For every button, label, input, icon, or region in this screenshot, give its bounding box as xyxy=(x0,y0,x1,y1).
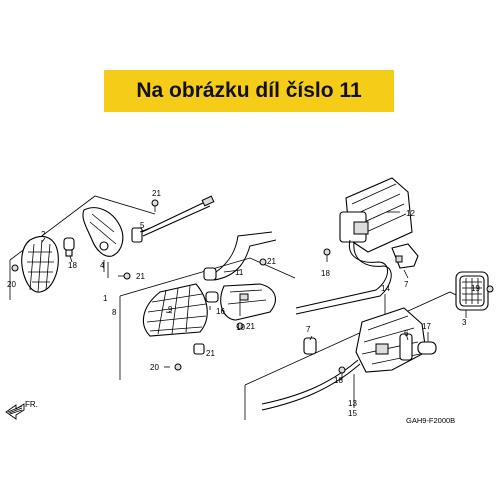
rear-turn-housing xyxy=(220,283,276,321)
callout-12: 12 xyxy=(406,209,415,218)
screw-18-upper xyxy=(323,248,331,262)
callout-20: 20 xyxy=(150,363,159,372)
screw-20-mid xyxy=(164,363,182,371)
callout-13: 13 xyxy=(348,399,357,408)
front-arrow-label: FR. xyxy=(25,400,38,409)
callout-21: 21 xyxy=(136,272,145,281)
front-turn-lens xyxy=(21,236,59,293)
callout-5: 5 xyxy=(140,221,145,230)
socket-wire-5 xyxy=(131,195,215,243)
callout-16: 16 xyxy=(216,307,225,316)
front-turn-housing xyxy=(82,207,124,257)
group-frame-right xyxy=(244,291,471,386)
screw-21-lower xyxy=(236,322,244,330)
front-direction-arrow: FR. xyxy=(5,400,38,420)
callout-11: 11 xyxy=(235,268,244,277)
socket-7-lower xyxy=(303,337,317,355)
callout-15: 15 xyxy=(348,409,357,418)
callout-18: 18 xyxy=(334,376,343,385)
callout-7: 7 xyxy=(306,325,311,334)
callout-2: 2 xyxy=(41,230,46,239)
callout-19: 19 xyxy=(471,284,480,293)
callout-21: 21 xyxy=(152,189,161,198)
callout-21: 21 xyxy=(246,322,255,331)
callout-21: 21 xyxy=(267,257,276,266)
tail-light-lens xyxy=(455,271,489,311)
clip-21 xyxy=(193,343,205,355)
callout-8: 8 xyxy=(112,308,117,317)
callout-14: 14 xyxy=(381,284,390,293)
screw-19 xyxy=(486,285,494,293)
socket-wire-11 xyxy=(203,231,277,281)
callout-6: 6 xyxy=(404,329,409,338)
group-frame-middle xyxy=(119,257,296,297)
screw-20-left xyxy=(11,264,19,272)
screw-21-top xyxy=(151,199,159,212)
callout-3: 3 xyxy=(462,318,467,327)
bulb-18-left xyxy=(63,237,75,257)
screw-18-lower xyxy=(338,366,346,380)
license-light-case xyxy=(295,177,413,315)
rear-turn-lens xyxy=(142,283,208,337)
callout-20: 20 xyxy=(7,280,16,289)
callout-18: 18 xyxy=(68,261,77,270)
callout-18: 18 xyxy=(321,269,330,278)
callout-10: 10 xyxy=(236,323,245,332)
callout-1: 1 xyxy=(103,294,108,303)
callout-4: 4 xyxy=(100,261,105,270)
leader-lines xyxy=(41,211,467,408)
bulb-16 xyxy=(205,291,219,303)
callout-7: 7 xyxy=(404,280,409,289)
bulb-17 xyxy=(417,341,437,355)
diagram-code: GAH9-F2000B xyxy=(406,416,455,425)
socket-7-upper xyxy=(391,243,419,269)
part-number-banner: Na obrázku díl číslo 11 xyxy=(104,70,394,112)
callout-17: 17 xyxy=(422,322,431,331)
callout-9: 9 xyxy=(168,305,173,314)
screw-21-small xyxy=(259,258,267,266)
callout-21: 21 xyxy=(206,349,215,358)
screw-21-mid xyxy=(118,272,131,280)
